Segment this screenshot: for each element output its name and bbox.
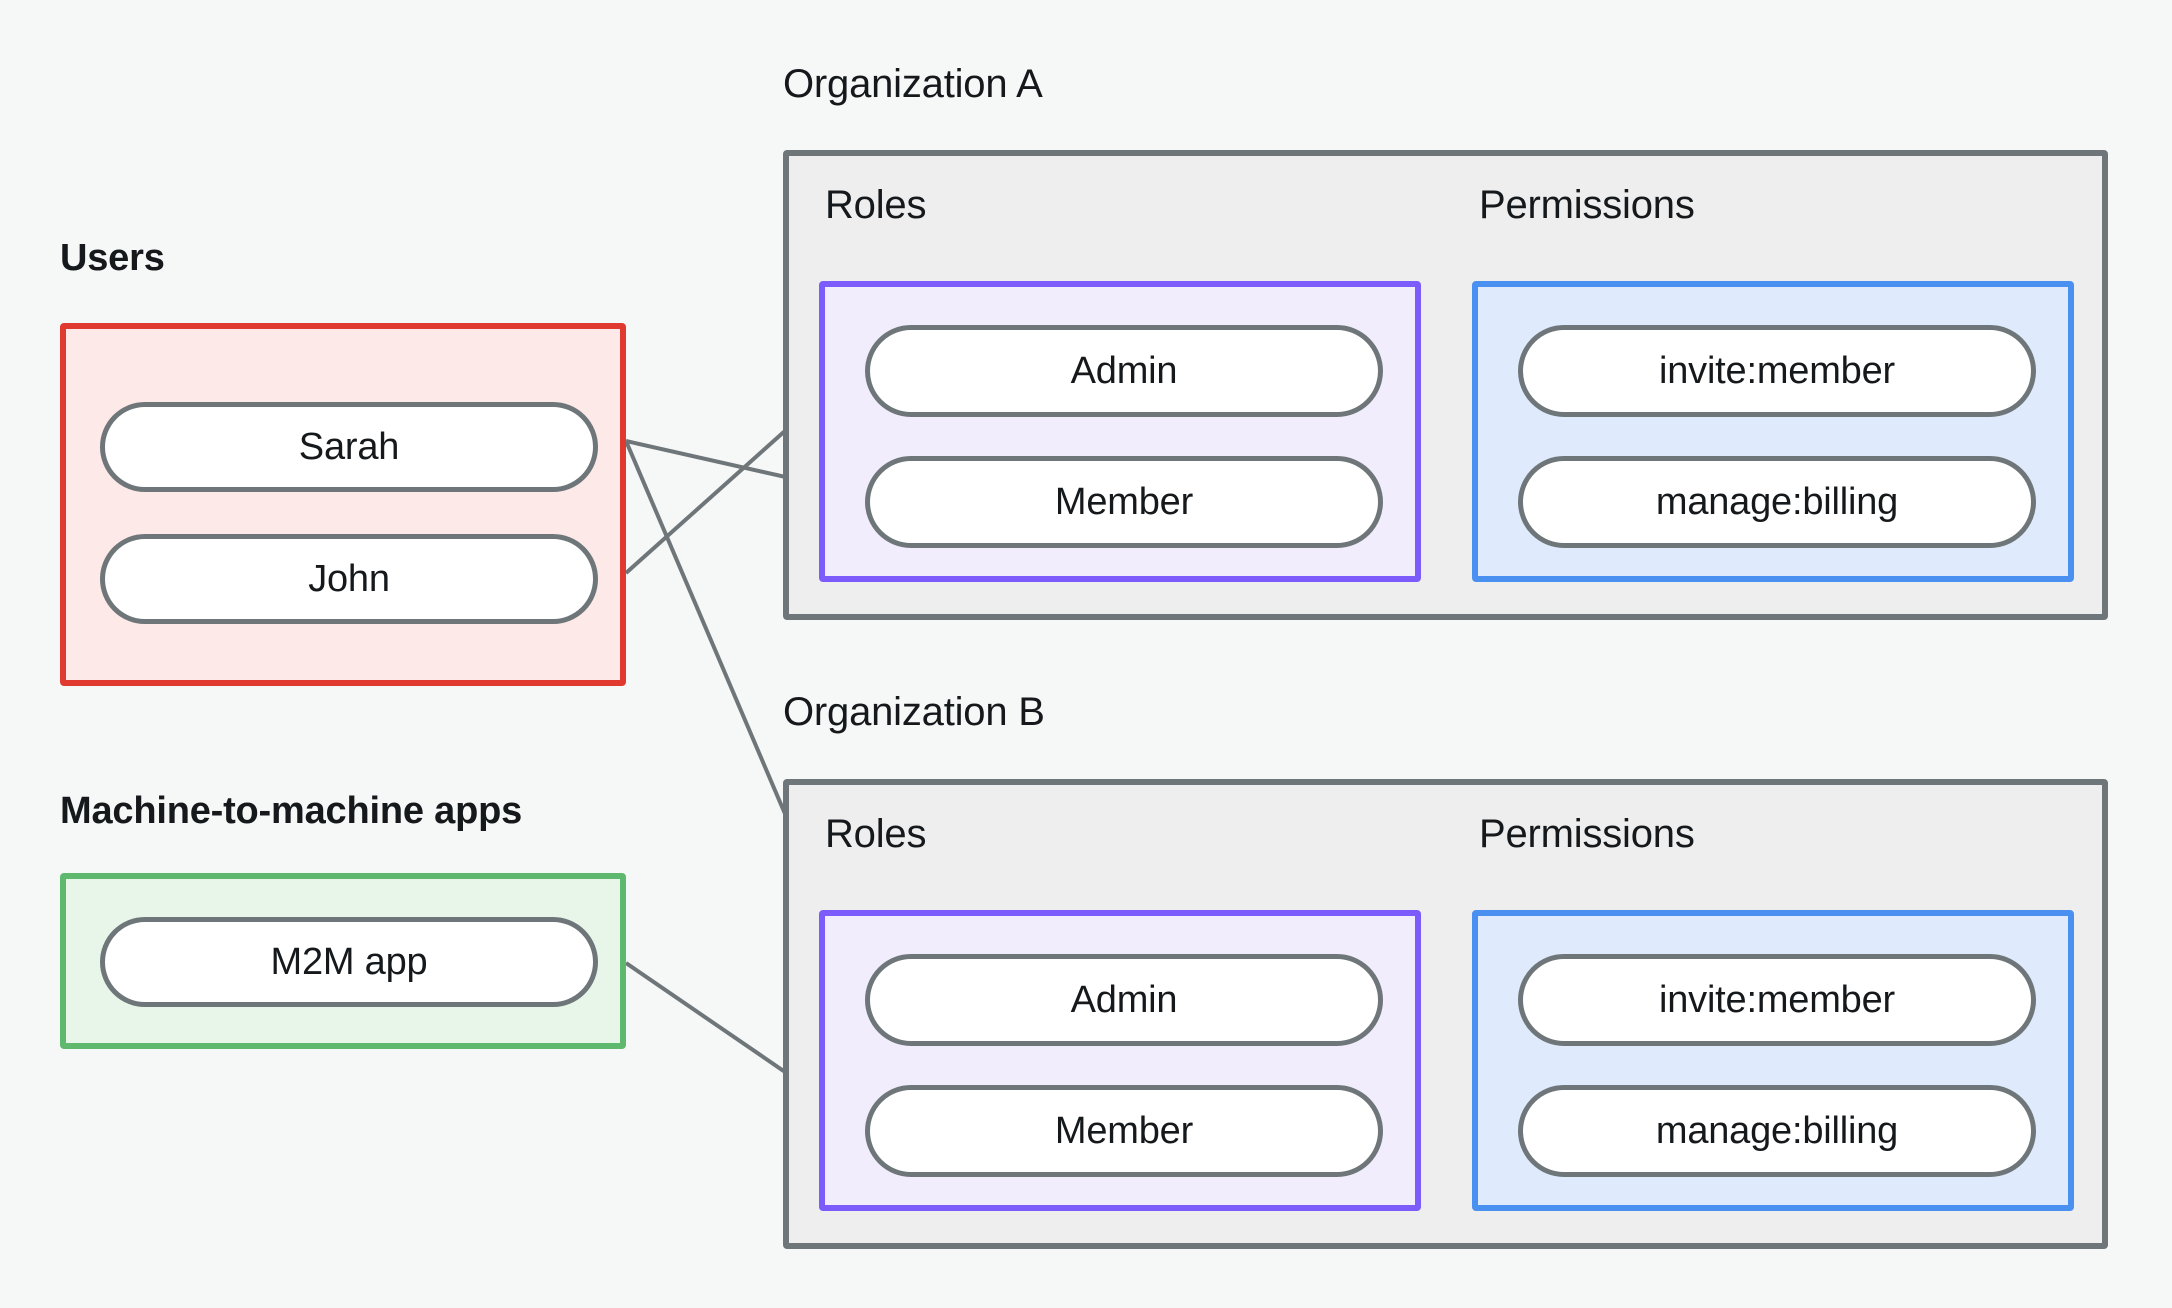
org-b-roles-group: Admin Member bbox=[819, 910, 1421, 1211]
node-org-a-member-label: Member bbox=[1054, 480, 1194, 523]
org-b-title: Organization B bbox=[783, 690, 1045, 734]
org-b-container: Roles Permissions Admin Member invite:me… bbox=[783, 779, 2108, 1249]
org-a-roles-title: Roles bbox=[825, 183, 927, 227]
node-org-b-invite-member[interactable]: invite:member bbox=[1518, 954, 2036, 1046]
node-org-a-manage-billing-label: manage:billing bbox=[1655, 480, 1899, 523]
users-caption: Users bbox=[60, 237, 165, 279]
node-m2m-app-label: M2M app bbox=[270, 940, 428, 983]
org-a-title: Organization A bbox=[783, 62, 1043, 106]
org-a-permissions-title: Permissions bbox=[1479, 183, 1695, 227]
node-org-b-admin[interactable]: Admin bbox=[865, 954, 1383, 1046]
node-org-a-member[interactable]: Member bbox=[865, 456, 1383, 548]
m2m-caption: Machine-to-machine apps bbox=[60, 790, 523, 832]
node-org-a-admin[interactable]: Admin bbox=[865, 325, 1383, 417]
node-org-a-invite-member[interactable]: invite:member bbox=[1518, 325, 2036, 417]
m2m-group: M2M app bbox=[60, 873, 626, 1049]
node-m2m-app[interactable]: M2M app bbox=[100, 917, 598, 1007]
node-sarah-label: Sarah bbox=[298, 425, 400, 468]
node-org-b-manage-billing[interactable]: manage:billing bbox=[1518, 1085, 2036, 1177]
org-b-permissions-group: invite:member manage:billing bbox=[1472, 910, 2074, 1211]
org-b-roles-title: Roles bbox=[825, 812, 927, 856]
org-a-permissions-group: invite:member manage:billing bbox=[1472, 281, 2074, 582]
node-sarah[interactable]: Sarah bbox=[100, 402, 598, 492]
node-john[interactable]: John bbox=[100, 534, 598, 624]
node-org-a-invite-member-label: invite:member bbox=[1658, 349, 1896, 392]
node-org-b-invite-member-label: invite:member bbox=[1658, 978, 1896, 1021]
node-org-a-admin-label: Admin bbox=[1070, 349, 1178, 392]
org-a-roles-group: Admin Member bbox=[819, 281, 1421, 582]
users-group: Sarah John bbox=[60, 323, 626, 686]
node-org-a-manage-billing[interactable]: manage:billing bbox=[1518, 456, 2036, 548]
node-org-b-admin-label: Admin bbox=[1070, 978, 1178, 1021]
org-a-container: Roles Permissions Admin Member invite:me… bbox=[783, 150, 2108, 620]
node-org-b-member[interactable]: Member bbox=[865, 1085, 1383, 1177]
node-john-label: John bbox=[308, 557, 390, 600]
org-b-permissions-title: Permissions bbox=[1479, 812, 1695, 856]
node-org-b-manage-billing-label: manage:billing bbox=[1655, 1109, 1899, 1152]
node-org-b-member-label: Member bbox=[1054, 1109, 1194, 1152]
